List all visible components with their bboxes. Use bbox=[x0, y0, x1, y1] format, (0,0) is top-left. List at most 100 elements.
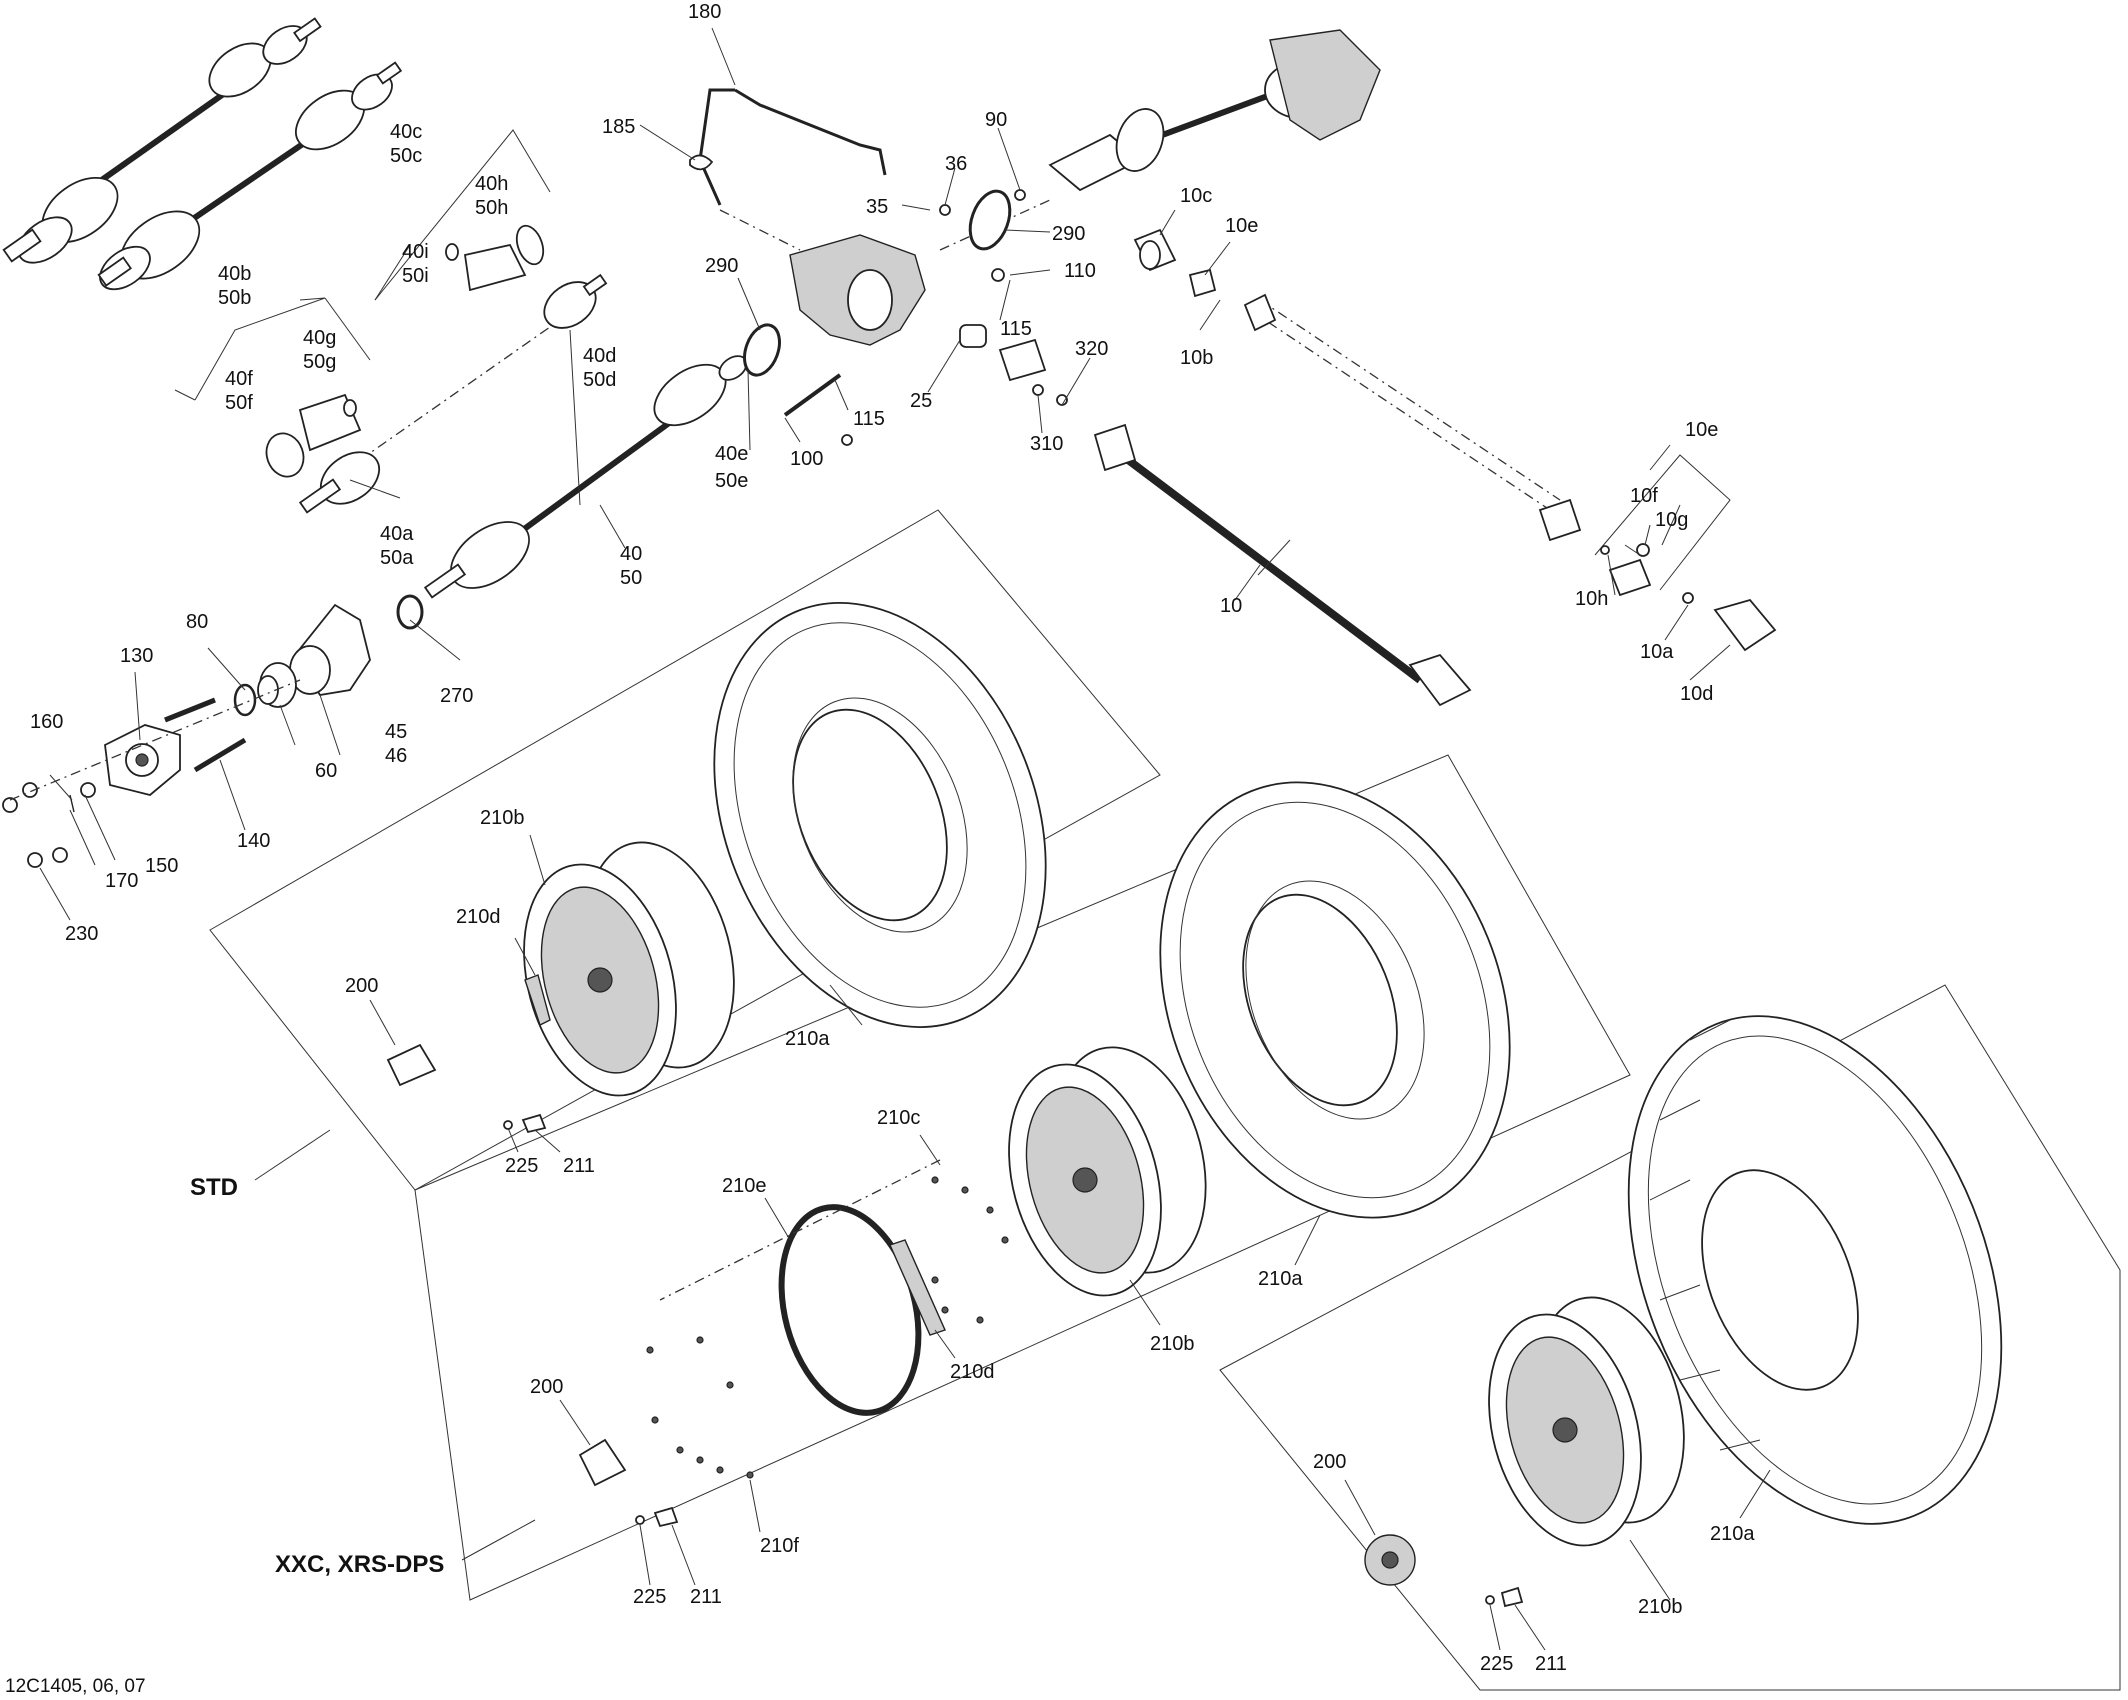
u-joint-10f bbox=[1600, 543, 1652, 597]
callout-50i: 50i bbox=[402, 265, 429, 287]
drive-shaft-pair-top-left bbox=[2, 17, 403, 291]
kit-bracket-40c bbox=[374, 129, 551, 301]
cross-10e-top bbox=[1188, 268, 1217, 298]
bolts-210f bbox=[646, 1336, 754, 1479]
callout-40f: 40f bbox=[225, 368, 253, 390]
callout-40g: 40g bbox=[303, 327, 336, 349]
callout-290-left: 290 bbox=[705, 255, 738, 277]
beadlock-210d-xxc bbox=[889, 1239, 946, 1336]
callout-210c: 210c bbox=[877, 1107, 920, 1129]
callout-130: 130 bbox=[120, 645, 153, 667]
drive-shaft-lower bbox=[97, 61, 403, 291]
callout-90: 90 bbox=[985, 109, 1007, 131]
callout-35: 35 bbox=[866, 196, 888, 218]
callout-50c: 50c bbox=[390, 145, 422, 167]
callout-210d-std: 210d bbox=[456, 906, 501, 928]
mud-tire-210a bbox=[1627, 1015, 2003, 1525]
callout-100: 100 bbox=[790, 448, 823, 470]
callout-40b: 40b bbox=[218, 263, 251, 285]
callout-200-right: 200 bbox=[1313, 1451, 1346, 1473]
callout-10e-top: 10e bbox=[1225, 215, 1258, 237]
wheel-studs-140 bbox=[164, 697, 247, 773]
shaft-10 bbox=[1093, 423, 1472, 707]
callout-210a-xxc: 210a bbox=[1258, 1268, 1303, 1290]
drive-shaft-40a-40d bbox=[298, 273, 608, 514]
hub-130 bbox=[104, 724, 181, 796]
callout-40a: 40a bbox=[380, 523, 414, 545]
callout-25: 25 bbox=[910, 390, 932, 412]
callout-50h: 50h bbox=[475, 197, 508, 219]
callout-10f: 10f bbox=[1630, 485, 1658, 507]
callout-10: 10 bbox=[1220, 595, 1242, 617]
callout-50a: 50a bbox=[380, 547, 414, 569]
callout-50b: 50b bbox=[218, 287, 251, 309]
yoke-10d bbox=[1682, 592, 1777, 652]
wheel-rim-210b-xxc bbox=[1008, 1046, 1207, 1297]
center-cap-200-std bbox=[386, 1043, 437, 1087]
callout-200-xxc: 200 bbox=[530, 1376, 563, 1398]
variant-label-std: STD bbox=[190, 1174, 238, 1201]
reference-code: 12C1405, 06, 07 bbox=[5, 1676, 146, 1697]
callout-40h: 40h bbox=[475, 173, 508, 195]
callout-10d: 10d bbox=[1680, 683, 1713, 705]
callout-10e-right: 10e bbox=[1685, 419, 1718, 441]
callout-50e: 50e bbox=[715, 470, 748, 492]
valve-211-xxc bbox=[635, 1506, 679, 1528]
callout-40: 40 bbox=[620, 543, 642, 565]
callout-210f: 210f bbox=[760, 1535, 799, 1557]
variant-label-xxc: XXC, XRS-DPS bbox=[275, 1551, 444, 1578]
callout-211-std: 211 bbox=[563, 1155, 595, 1177]
drive-shaft-upper bbox=[2, 17, 322, 264]
callout-46: 46 bbox=[385, 745, 407, 767]
differential-housing bbox=[719, 199, 1051, 346]
callout-40d: 40d bbox=[583, 345, 616, 367]
callout-211-right: 211 bbox=[1535, 1653, 1567, 1675]
callout-210e: 210e bbox=[722, 1175, 767, 1197]
callout-200-std: 200 bbox=[345, 975, 378, 997]
callout-10c: 10c bbox=[1180, 185, 1212, 207]
kit-bracket-10e bbox=[1594, 454, 1731, 591]
callout-50: 50 bbox=[620, 567, 642, 589]
callout-210d-xxc: 210d bbox=[950, 1361, 995, 1383]
callout-50f: 50f bbox=[225, 392, 253, 414]
callout-40i: 40i bbox=[402, 241, 429, 263]
callout-225-xxc: 225 bbox=[633, 1586, 666, 1608]
callout-150: 150 bbox=[145, 855, 178, 877]
callout-160: 160 bbox=[30, 711, 63, 733]
seal-270 bbox=[396, 594, 424, 630]
kit-bracket-40b bbox=[174, 297, 371, 401]
callout-180: 180 bbox=[688, 1, 721, 23]
breather-tube-180 bbox=[689, 88, 887, 206]
callout-110: 110 bbox=[1064, 260, 1096, 282]
xxc-panel-outline bbox=[414, 754, 1631, 1601]
knuckle-45 bbox=[289, 603, 371, 696]
small-hardware-diff bbox=[783, 189, 1068, 446]
wheel-rim-210b-std bbox=[523, 841, 735, 1097]
bearing-60 bbox=[257, 662, 297, 708]
callout-50d: 50d bbox=[583, 369, 616, 391]
callout-210a-right: 210a bbox=[1710, 1523, 1755, 1545]
callout-230: 230 bbox=[65, 923, 98, 945]
shaft-10b-dashed bbox=[1243, 293, 1582, 542]
callout-45: 45 bbox=[385, 721, 407, 743]
callout-10a: 10a bbox=[1640, 641, 1674, 663]
drive-shaft-40 bbox=[423, 355, 748, 599]
tire-210a-xxc bbox=[1159, 781, 1511, 1219]
callout-115-left: 115 bbox=[853, 408, 885, 430]
beadlock-210d-std bbox=[524, 974, 551, 1026]
circlip-80 bbox=[233, 683, 257, 717]
center-cap-200-right bbox=[1364, 1534, 1416, 1586]
callout-320: 320 bbox=[1075, 338, 1108, 360]
callout-10g: 10g bbox=[1655, 509, 1688, 531]
callout-labels: 180 185 90 36 35 290 110 290 115 320 25 … bbox=[5, 1, 1755, 1697]
callout-10b: 10b bbox=[1180, 347, 1213, 369]
callout-36: 36 bbox=[945, 153, 967, 175]
std-panel-outline bbox=[209, 509, 1161, 1191]
callout-210b-xxc: 210b bbox=[1150, 1333, 1195, 1355]
callout-80: 80 bbox=[186, 611, 208, 633]
yoke-10c bbox=[1133, 228, 1177, 272]
callout-40e: 40e bbox=[715, 443, 748, 465]
callout-140: 140 bbox=[237, 830, 270, 852]
callout-290-top: 290 bbox=[1052, 223, 1085, 245]
